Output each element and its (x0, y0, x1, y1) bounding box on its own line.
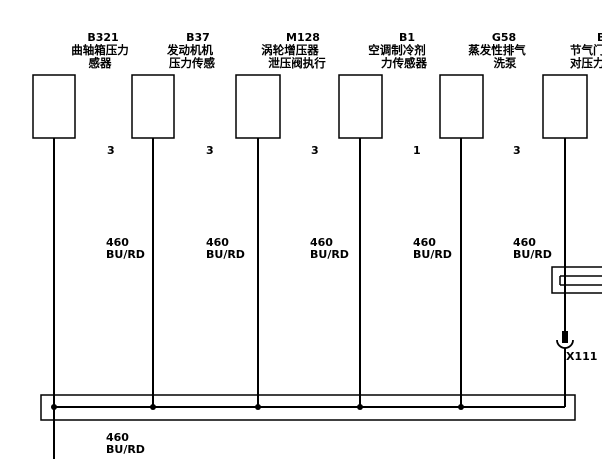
connector-socket (556, 339, 574, 349)
component-name-line1: 曲轴箱压力 (71, 43, 129, 57)
connector-x111[interactable]: X111 (556, 331, 597, 363)
wire-color: BU/RD (413, 248, 452, 261)
output-wire-color: BU/RD (106, 443, 145, 456)
component-b-partial[interactable]: B 节气门 对压力 (542, 31, 602, 139)
output-wire-number: 460 (106, 431, 129, 444)
component-name-line2: 泄压阀执行 (268, 56, 326, 70)
wire-number: 460 (310, 236, 333, 249)
wire-color: BU/RD (206, 248, 245, 261)
pin-number: 3 (206, 144, 214, 157)
component-name-line1: 空调制冷剂 (368, 43, 426, 57)
component-m128[interactable]: M128 涡轮增压器 泄压阀执行 3 460 BU/RD (235, 31, 349, 261)
splice-dot (458, 404, 464, 410)
component-box[interactable] (32, 74, 76, 139)
splice-dot (357, 404, 363, 410)
component-b1[interactable]: B1 空调制冷剂 力传感器 1 460 BU/RD (338, 31, 452, 261)
wire-number: 460 (106, 236, 129, 249)
wires (53, 138, 566, 459)
splice-bar (40, 394, 576, 421)
output-wire: 460 BU/RD (106, 431, 145, 456)
component-b37[interactable]: B37 发动机机 压力传感 3 460 BU/RD (131, 31, 245, 261)
wire-color: BU/RD (106, 248, 145, 261)
component-name-line1: 蒸发性排气 (468, 43, 526, 57)
component-name-line2: 感器 (89, 56, 112, 70)
shield-bracket (551, 266, 602, 294)
component-box[interactable] (542, 74, 588, 139)
component-name-line2: 压力传感 (169, 56, 215, 70)
component-name-line2: 洗泵 (494, 56, 517, 70)
component-box[interactable] (439, 74, 484, 139)
pin-number: 3 (107, 144, 115, 157)
splice-dot (51, 404, 57, 410)
component-box[interactable] (235, 74, 281, 139)
wire-color: BU/RD (310, 248, 349, 261)
component-name-line2: 对压力 (570, 56, 602, 70)
connector-label: X111 (566, 350, 597, 363)
component-name-line2: 力传感器 (381, 56, 427, 70)
component-b321[interactable]: B321 曲轴箱压力 感器 3 460 BU/RD (32, 31, 145, 261)
component-box[interactable] (338, 74, 383, 139)
connector-pin (562, 331, 568, 343)
shield-outer (551, 266, 602, 294)
component-code: B1 (399, 31, 415, 44)
wire-number: 460 (206, 236, 229, 249)
pin-number: 3 (311, 144, 319, 157)
wire-color: BU/RD (513, 248, 552, 261)
wire-number: 460 (413, 236, 436, 249)
component-code: M128 (286, 31, 320, 44)
component-name-line1: 涡轮增压器 (261, 43, 319, 57)
splice-bar-outline (40, 394, 576, 421)
wire-number: 460 (513, 236, 536, 249)
component-code: B321 (87, 31, 118, 44)
pin-number: 3 (513, 144, 521, 157)
splice-dot (255, 404, 261, 410)
component-code: B37 (186, 31, 210, 44)
component-name-line1: 发动机机 (166, 43, 213, 57)
splice-dot (150, 404, 156, 410)
component-name-line1: 节气门 (570, 43, 602, 57)
component-code: G58 (492, 31, 516, 44)
component-g58[interactable]: G58 蒸发性排气 洗泵 3 460 BU/RD (439, 31, 552, 261)
pin-number: 1 (413, 144, 421, 157)
component-box[interactable] (131, 74, 175, 139)
component-code: B (597, 31, 602, 44)
